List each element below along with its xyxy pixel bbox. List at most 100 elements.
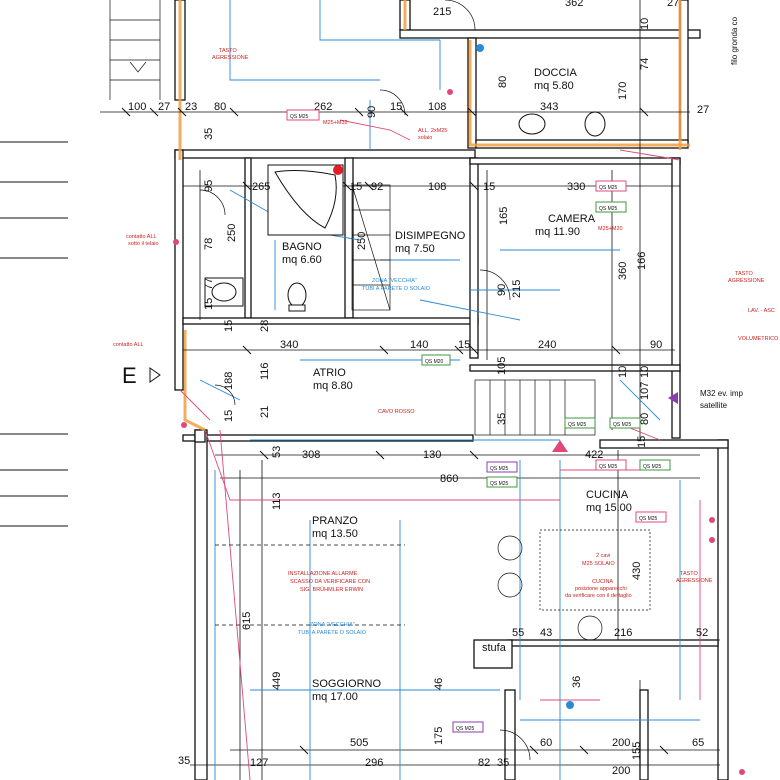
dim: 108 xyxy=(428,181,446,193)
note-sig: SIG. BRÜHMLER ERWIN xyxy=(300,586,363,593)
note-tasto-1b: AGRESSIONE xyxy=(212,55,249,61)
toilet-bagno xyxy=(287,282,307,312)
note-cavo-rosso: CAVO ROSSO xyxy=(378,409,415,415)
dim: 10 xyxy=(617,366,629,378)
dim: 15 xyxy=(636,436,648,448)
note-contatto-1b: sotto il telaio xyxy=(128,241,159,247)
note-cucina-1: CUCINA xyxy=(592,579,613,585)
dim: 130 xyxy=(423,449,441,461)
room-disimpegno-area: mq 7.50 xyxy=(395,243,435,255)
dim: 362 xyxy=(565,0,583,9)
device-markers xyxy=(173,44,745,775)
svg-text:QS M25: QS M25 xyxy=(613,422,632,428)
dim: 15 xyxy=(223,410,235,422)
room-pranzo-area: mq 13.50 xyxy=(312,528,358,540)
dim: 175 xyxy=(433,727,445,745)
qs-tag: QS M25 xyxy=(486,476,518,488)
dim: 15 xyxy=(483,181,495,193)
dim: 449 xyxy=(271,672,283,690)
note-tasto-2: TASTO xyxy=(735,271,754,277)
stufa-stove xyxy=(473,639,513,669)
dim: 15 xyxy=(350,181,362,193)
dim: 430 xyxy=(631,562,643,580)
dim: 360 xyxy=(617,262,629,280)
dim: 343 xyxy=(540,101,558,113)
dim: 74 xyxy=(639,58,651,70)
note-tubi-1: TUBI A PARETE O SOLAIO xyxy=(298,630,367,636)
dim: 90 xyxy=(650,339,662,351)
dim: 35 xyxy=(203,128,215,140)
qs-tag: QS M25 xyxy=(595,201,627,213)
blue-conduits xyxy=(199,0,700,780)
stufa-label: stufa xyxy=(482,642,507,654)
qs-tag: QS M25 xyxy=(635,511,667,523)
dim: 82 xyxy=(478,757,490,769)
note-tasto-3: TASTO xyxy=(680,571,699,577)
qs-tag: QS M25 xyxy=(564,417,596,429)
qs-tag: QS M25 xyxy=(486,461,518,473)
svg-text:QS M25: QS M25 xyxy=(599,206,618,212)
room-soggiorno-area: mq 17.00 xyxy=(312,691,358,703)
room-bagno-area: mq 6.60 xyxy=(282,254,322,266)
dim: 165 xyxy=(498,207,510,225)
dim: 90 xyxy=(366,106,378,118)
dim: 55 xyxy=(512,627,524,639)
dimensions-atrio: 340 140 15 240 90 xyxy=(280,339,662,351)
dimension-lines xyxy=(100,0,720,780)
dim: 15 xyxy=(458,339,470,351)
dim: 10 xyxy=(639,366,651,378)
qs-tag: QS M25 xyxy=(286,109,320,121)
room-camera-area: mq 11.90 xyxy=(535,226,580,238)
dim: 21 xyxy=(259,406,271,418)
dim: 77 xyxy=(203,278,215,290)
note-installazione: INSTALLAZIONE ALLARME xyxy=(288,571,358,577)
svg-text:QS M25: QS M25 xyxy=(639,516,658,522)
room-cucina-area: mq 15.00 xyxy=(586,502,632,514)
cucina-fixtures xyxy=(497,529,651,641)
dim: 78 xyxy=(203,238,215,250)
note-all2: ALL. 2xM25 xyxy=(418,128,447,134)
dim: 200 xyxy=(612,765,630,777)
dim: 108 xyxy=(428,101,446,113)
note-lav: LAV. - ASC xyxy=(748,308,775,314)
note-satellite: satellite xyxy=(700,401,728,410)
dim: 127 xyxy=(250,757,268,769)
toilet-doccia xyxy=(584,111,606,137)
note-contatto-2: contatto ALL xyxy=(113,342,144,348)
dim: 140 xyxy=(410,339,428,351)
notes: INSTALLAZIONE ALLARME SCASSO DA VERIFICA… xyxy=(113,48,779,636)
left-exterior-lines xyxy=(0,141,68,527)
dim: 105 xyxy=(496,357,508,375)
dim: 53 xyxy=(271,446,283,458)
dim: 188 xyxy=(223,372,235,390)
note-tasto-3b: AGRESSIONE xyxy=(676,578,713,584)
qs-tag: QS M25 xyxy=(595,180,627,192)
pink-conduits xyxy=(179,119,701,780)
dim: 330 xyxy=(567,181,585,193)
dimensions-row1: 100 27 23 80 262 15 108 343 27 xyxy=(128,101,709,116)
dimensions-vertical: 90 80 35 95 78 250 77 15 165 215 90 250 … xyxy=(203,18,651,760)
svg-text:QS M25: QS M25 xyxy=(456,726,475,732)
svg-text:QS M25: QS M25 xyxy=(599,185,618,191)
note-contatto-1: contatto ALL xyxy=(126,234,157,240)
dim: 15 xyxy=(390,101,402,113)
dim: 23 xyxy=(185,101,197,113)
dim: 340 xyxy=(280,339,298,351)
room-atrio-name: ATRIO xyxy=(313,367,346,379)
qs-tag: QS M25 xyxy=(639,459,671,471)
dim: 240 xyxy=(538,339,556,351)
svg-text:QS M25: QS M25 xyxy=(490,481,509,487)
dimensions-row2: 265 15 92 108 15 330 xyxy=(252,181,585,193)
dim: 422 xyxy=(585,449,603,461)
dim: 43 xyxy=(540,627,552,639)
svg-text:QS M20: QS M20 xyxy=(425,359,444,365)
dimensions-stufa: 55 43 216 52 xyxy=(512,627,708,639)
svg-text:QS M25: QS M25 xyxy=(643,464,662,470)
entrance-label: E xyxy=(122,363,137,388)
dim: 170 xyxy=(617,82,629,100)
room-labels: DOCCIA mq 5.80 BAGNO mq 6.60 DISIMPEGNO … xyxy=(282,67,632,703)
room-pranzo-name: PRANZO xyxy=(312,515,358,527)
door-arcs xyxy=(199,0,531,761)
room-doccia-area: mq 5.80 xyxy=(534,80,574,92)
room-disimpegno-name: DISIMPEGNO xyxy=(395,230,466,242)
